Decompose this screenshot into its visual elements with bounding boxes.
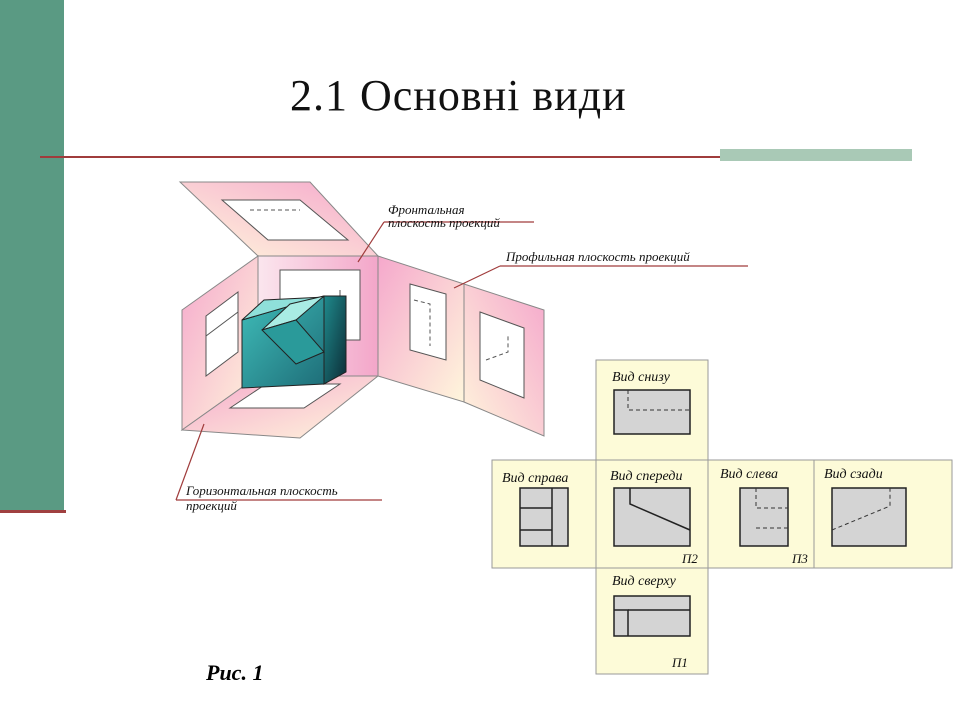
- slide-title: 2.1 Основні види: [290, 71, 627, 120]
- left-bar-underline: [0, 510, 66, 513]
- top-view-label: Вид сверху: [612, 574, 676, 589]
- back-view-drawing: [831, 487, 907, 547]
- title-rule-accent: [720, 149, 912, 161]
- front-view-label: Вид спереди: [610, 469, 683, 484]
- right-view-label: Вид справа: [502, 471, 569, 486]
- right-profile-plane: [377, 255, 465, 403]
- top-view-drawing: [613, 595, 691, 637]
- horizontal-plane-label-2: проекций: [186, 498, 237, 513]
- title-rule: [40, 156, 912, 158]
- left-view-drawing: [739, 487, 789, 547]
- solid-object: [241, 295, 347, 389]
- plane-p3-label: П3: [792, 551, 808, 566]
- left-view-label: Вид слева: [720, 467, 778, 482]
- back-plane: [463, 283, 545, 437]
- front-view-drawing: [613, 487, 691, 547]
- plane-p1-label: П1: [672, 655, 688, 670]
- right-view-drawing: [519, 487, 569, 547]
- top-folded-plane: [178, 181, 380, 257]
- bottom-view-drawing: [613, 389, 691, 435]
- left-profile-plane: [181, 255, 259, 431]
- plane-p2-label: П2: [682, 551, 698, 566]
- figure-caption: Рис. 1: [206, 660, 264, 685]
- profile-plane-label: Профильная плоскость проекций: [506, 249, 690, 264]
- bottom-view-label: Вид снизу: [612, 370, 670, 385]
- horizontal-plane-label-1: Горизонтальная плоскость: [186, 483, 338, 498]
- back-view-label: Вид сзади: [824, 467, 883, 482]
- frontal-plane-label-2: плоскость проекций: [388, 215, 500, 230]
- frontal-plane-label-1: Фронтальная: [388, 202, 465, 217]
- horizontal-plane: [180, 375, 380, 439]
- leader-lines: [175, 221, 748, 501]
- left-accent-bar: [0, 0, 64, 512]
